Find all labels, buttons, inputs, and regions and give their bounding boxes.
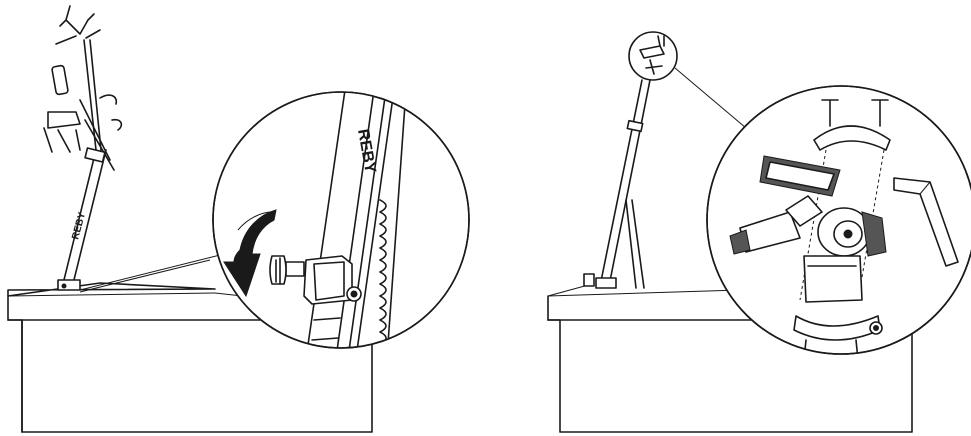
right-detail-magnifier — [706, 85, 971, 355]
left-leader-line-bottom — [79, 259, 211, 293]
left-leader-line-top — [79, 251, 233, 291]
right-panel — [547, 31, 971, 433]
right-leader-line — [674, 67, 747, 129]
right-small-callout — [628, 31, 678, 81]
right-scooter-stem — [583, 79, 651, 289]
left-detail-magnifier: REBY — [212, 91, 470, 349]
left-panel: REBY — [7, 5, 470, 433]
curved-arrow-down-icon — [223, 209, 277, 298]
allen-key-icon — [893, 177, 959, 267]
left-scooter-stem: REBY — [43, 5, 123, 291]
